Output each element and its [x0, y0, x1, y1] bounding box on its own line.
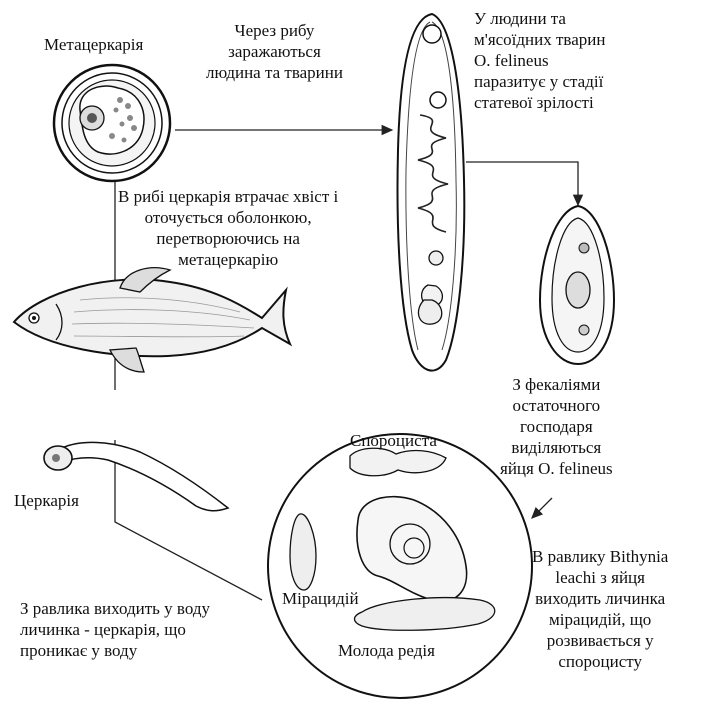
label-metacercaria: Метацеркарія — [44, 35, 144, 54]
sporocyst-shape — [349, 447, 447, 477]
adult-fluke-illustration — [396, 12, 466, 372]
metacercaria-cyst-illustration — [52, 63, 172, 183]
label-line: З фекаліями — [512, 375, 601, 394]
label-line: заражаються — [228, 42, 321, 61]
label-feces: З фекаліями остаточного господаря виділя… — [500, 374, 613, 479]
label-miracidium: Мірацидій — [282, 589, 359, 608]
label-line: У людини та — [474, 9, 566, 28]
label-line: яйця O. felineus — [500, 459, 613, 478]
label-in-fish: В рибі церкарія втрачає хвіст і оточуєть… — [118, 186, 338, 270]
label-snail: В равлику Bithynia leachi з яйця виходит… — [532, 546, 668, 672]
label-line: господаря — [520, 417, 593, 436]
label-line: статевої зрілості — [474, 93, 594, 112]
label-line: перетворюючись на — [156, 229, 300, 248]
label-line: розвивається у — [546, 631, 654, 650]
snail-shape — [356, 495, 468, 603]
label-line: м'ясоїдних тварин — [474, 30, 606, 49]
label-line: В равлику Bithynia — [532, 547, 669, 566]
label-line: мірацидій, що — [549, 610, 652, 629]
label-line: виділяються — [511, 438, 602, 457]
label-young-redia: Молода редія — [338, 641, 435, 660]
label-exit-snail: З равлика виходить у воду личинка - церк… — [20, 598, 210, 661]
label-line: виходить личинка — [535, 589, 666, 608]
label-line: людина та тварини — [206, 63, 343, 82]
miracidium-shape — [289, 513, 317, 591]
label-line: проникає у воду — [20, 641, 138, 660]
snail-stage-circle — [267, 433, 533, 699]
label-line: паразитує у стадії — [474, 72, 604, 91]
arrow-adult-to-egg — [466, 161, 584, 207]
label-line: В рибі церкарія втрачає хвіст і — [118, 187, 339, 206]
label-line: Через рибу — [234, 21, 315, 40]
label-adult-host: У людини та м'ясоїдних тварин O. felineu… — [474, 8, 605, 113]
redia-shape — [353, 597, 496, 631]
label-line: O. felineus — [474, 51, 549, 70]
label-line: оточується оболонкою, — [144, 208, 312, 227]
label-line: метацеркарію — [178, 250, 279, 269]
label-line: личинка - церкарія, що — [20, 620, 186, 639]
label-line: leachi з яйця — [555, 568, 645, 587]
label-line: спороцисту — [558, 652, 642, 671]
label-line: остаточного — [512, 396, 601, 415]
fish-illustration — [12, 267, 293, 373]
egg-illustration — [538, 204, 616, 366]
label-line: З равлика виходить у воду — [20, 599, 210, 618]
label-via-fish: Через рибу заражаються людина та тварини — [206, 20, 343, 83]
label-sporocyst: Спороциста — [350, 431, 437, 450]
label-cercaria: Церкарія — [14, 491, 79, 510]
line-snail-to-cercaria — [114, 440, 263, 601]
arrow-egg-to-snail — [531, 497, 553, 519]
cercaria-illustration — [43, 441, 230, 512]
